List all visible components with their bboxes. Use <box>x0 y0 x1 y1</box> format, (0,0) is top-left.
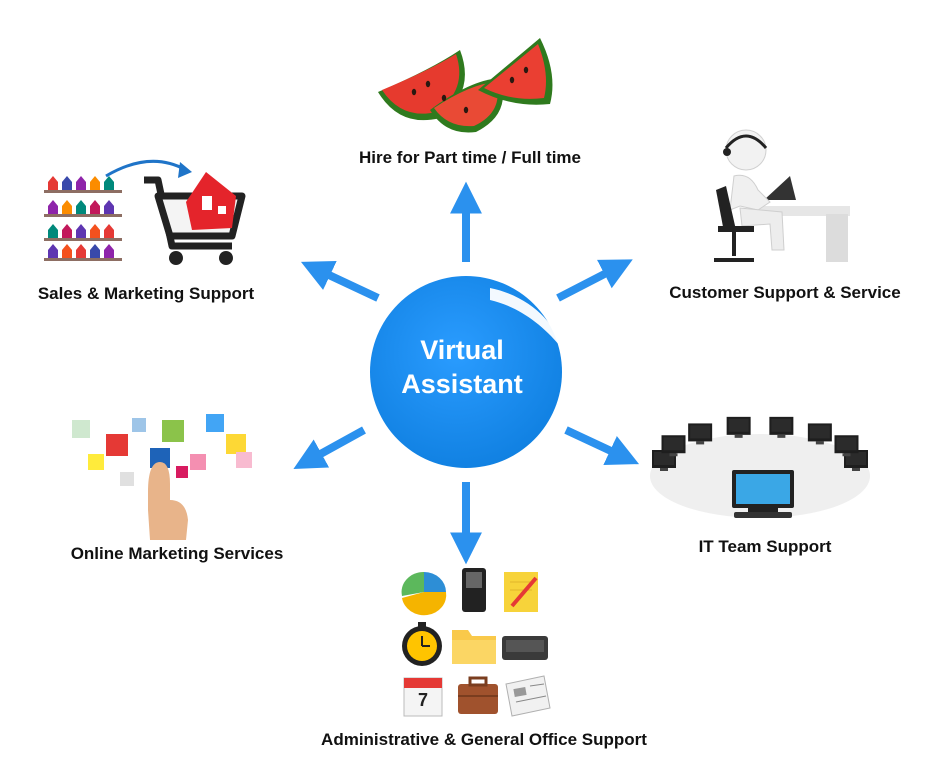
house-shape <box>76 200 86 214</box>
house-shape <box>76 224 86 238</box>
monitor-screen <box>663 437 684 451</box>
watermelon-slices-icon <box>378 38 553 133</box>
monitor-screen <box>771 418 792 432</box>
label-administrative-general-office-support: Administrative & General Office Support <box>321 730 647 749</box>
alarm-clock-icon <box>402 622 442 666</box>
shopping-cart-houses-icon <box>44 159 246 265</box>
label-customer-support-service: Customer Support & Service <box>669 283 901 302</box>
monitor-screen <box>836 437 857 451</box>
shelf <box>44 258 122 261</box>
house-shape <box>90 244 100 258</box>
house-shape <box>62 176 72 190</box>
newspaper-icon <box>505 675 551 717</box>
house-shape <box>48 224 58 238</box>
label-sales-marketing-support: Sales & Marketing Support <box>37 284 255 303</box>
arrow-upper-right <box>556 259 633 302</box>
keyboard-icon <box>502 636 548 660</box>
house-shape <box>104 176 114 190</box>
center-title: Virtual Assistant <box>401 333 523 401</box>
shelf <box>44 190 122 193</box>
monitor-stand <box>842 453 851 457</box>
headset-person-at-desk-icon <box>714 129 850 262</box>
computer-network-ring-icon <box>650 416 870 518</box>
briefcase-icon <box>458 676 498 714</box>
notepad-pencil-icon <box>504 572 538 612</box>
house-shape <box>104 244 114 258</box>
office-tools-icons <box>401 568 551 717</box>
house-shape <box>62 224 72 238</box>
arrow-lower-left <box>293 426 366 469</box>
house-shape <box>104 200 114 214</box>
shelf <box>44 238 122 241</box>
house-shape <box>90 200 100 214</box>
monitor-stand <box>660 468 668 471</box>
calendar-icon <box>403 677 443 717</box>
monitor-screen <box>690 425 711 439</box>
label-online-marketing-services: Online Marketing Services <box>70 544 284 563</box>
monitor-stand <box>815 441 824 445</box>
monitor-stand <box>734 434 743 438</box>
arrow-lower-right <box>564 426 640 466</box>
center-title-line2: Assistant <box>401 369 523 399</box>
pie-chart-icon <box>401 571 447 616</box>
house-shape <box>90 224 100 238</box>
label-hire-part-full-time: Hire for Part time / Full time <box>359 148 581 167</box>
center-node <box>370 276 562 468</box>
monitor-screen <box>846 452 866 465</box>
house-shape <box>62 244 72 258</box>
monitor-stand <box>777 434 786 438</box>
monitor-screen <box>809 425 830 439</box>
touchscreen-apps-icon <box>72 414 252 540</box>
monitor-stand <box>669 453 678 457</box>
house-shape <box>48 176 58 190</box>
arrows <box>293 181 640 565</box>
monitor-stand <box>852 468 860 471</box>
house-shape <box>104 224 114 238</box>
house-shape <box>48 200 58 214</box>
house-shape <box>76 244 86 258</box>
house-shape <box>48 244 58 258</box>
folder-icon <box>452 630 496 664</box>
house-shape <box>76 176 86 190</box>
monitor-stand <box>696 441 705 445</box>
mobile-phone-icon <box>462 568 486 612</box>
monitor-screen <box>728 418 749 432</box>
shelf <box>44 214 122 217</box>
house-shape <box>62 200 72 214</box>
arrow-upper-left <box>300 260 380 302</box>
calendar-day-number: 7 <box>418 690 429 710</box>
center-title-line1: Virtual <box>420 335 504 365</box>
house-shape <box>90 176 100 190</box>
label-it-team-support: IT Team Support <box>698 537 832 556</box>
monitor-screen <box>654 452 674 465</box>
